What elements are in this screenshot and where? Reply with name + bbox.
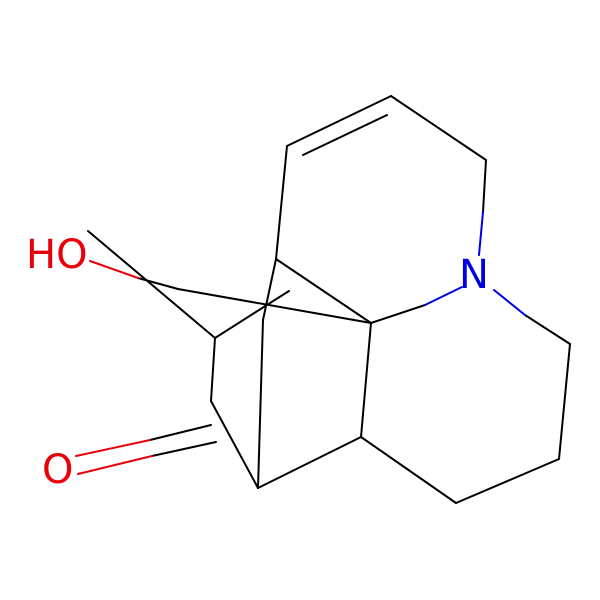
bond-c-c (210, 337, 216, 402)
bond-c-c (262, 258, 277, 321)
heteroatom-bonds (75, 211, 526, 475)
hydroxyl-label: HO (26, 232, 88, 278)
bond-c-c (360, 436, 457, 504)
bond-c-c (87, 230, 216, 339)
bond-c-c (360, 322, 372, 438)
bond-c-c (275, 145, 288, 260)
bond-n-half (478, 211, 484, 256)
ketone-oxygen-label: O (42, 447, 73, 493)
bond-o-half (75, 439, 151, 457)
bond-c-c (286, 95, 392, 147)
bond-n-half (424, 286, 463, 306)
bond-c-c (257, 319, 264, 489)
bond-c-c (257, 436, 362, 489)
bond-c-c (558, 343, 571, 460)
bond-c-c (370, 304, 426, 324)
nitrogen-label: N (459, 252, 489, 298)
bond-n-half (493, 289, 526, 316)
bond-c-c (482, 159, 487, 213)
bond-c-c (210, 400, 259, 489)
bond-c-o-double (149, 424, 212, 441)
bond-c-c (455, 458, 560, 504)
bond-c-c-double-inner (302, 114, 388, 156)
carbon-bonds (87, 95, 571, 504)
bond-c-c (214, 290, 290, 339)
bond-c-o (137, 277, 179, 290)
bond-c-c (524, 314, 571, 345)
bond-c-c (390, 95, 487, 161)
bond-c-o-double (151, 441, 217, 457)
bond-c-c (275, 258, 372, 324)
bond-c-c (177, 288, 372, 324)
bond-o-half (89, 260, 139, 279)
bond-o-half (77, 455, 153, 475)
